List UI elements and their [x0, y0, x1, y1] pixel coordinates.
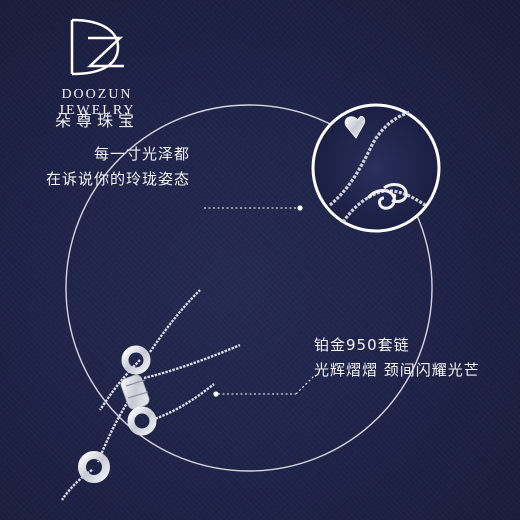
leader-line-bottom-diag: [295, 375, 315, 395]
clasp-detail-circle: [311, 103, 441, 233]
brand-logo: DOOZUN JEWELRY 朵尊珠宝: [22, 14, 172, 130]
caption-top-line1: 每一寸光泽都: [93, 145, 190, 163]
caption-top: 每一寸光泽都 在诉说你的玲珑姿态: [46, 142, 190, 192]
frame-circle: [65, 104, 433, 472]
leader-dot-bottom: [213, 391, 219, 397]
caption-bottom-line1: 铂金950套链: [314, 336, 410, 354]
pendant-ring-top: [121, 345, 151, 375]
caption-top-line2: 在诉说你的玲珑姿态: [45, 170, 190, 188]
pendant-ring-bottom: [78, 451, 110, 483]
dz-monogram-icon: [70, 18, 124, 76]
necklace: [61, 289, 241, 501]
caption-bottom: 铂金950套链 光辉熠熠 颈间闪耀光芒: [314, 333, 480, 383]
pendant-barrel: [120, 374, 150, 410]
brand-name-chinese: 朵尊珠宝: [54, 111, 139, 130]
pendant-ring-middle: [127, 406, 157, 436]
brand-name-english: DOOZUN JEWELRY: [58, 87, 136, 118]
leader-dot-top: [297, 205, 303, 211]
caption-bottom-line2: 光辉熠熠 颈间闪耀光芒: [314, 361, 480, 379]
